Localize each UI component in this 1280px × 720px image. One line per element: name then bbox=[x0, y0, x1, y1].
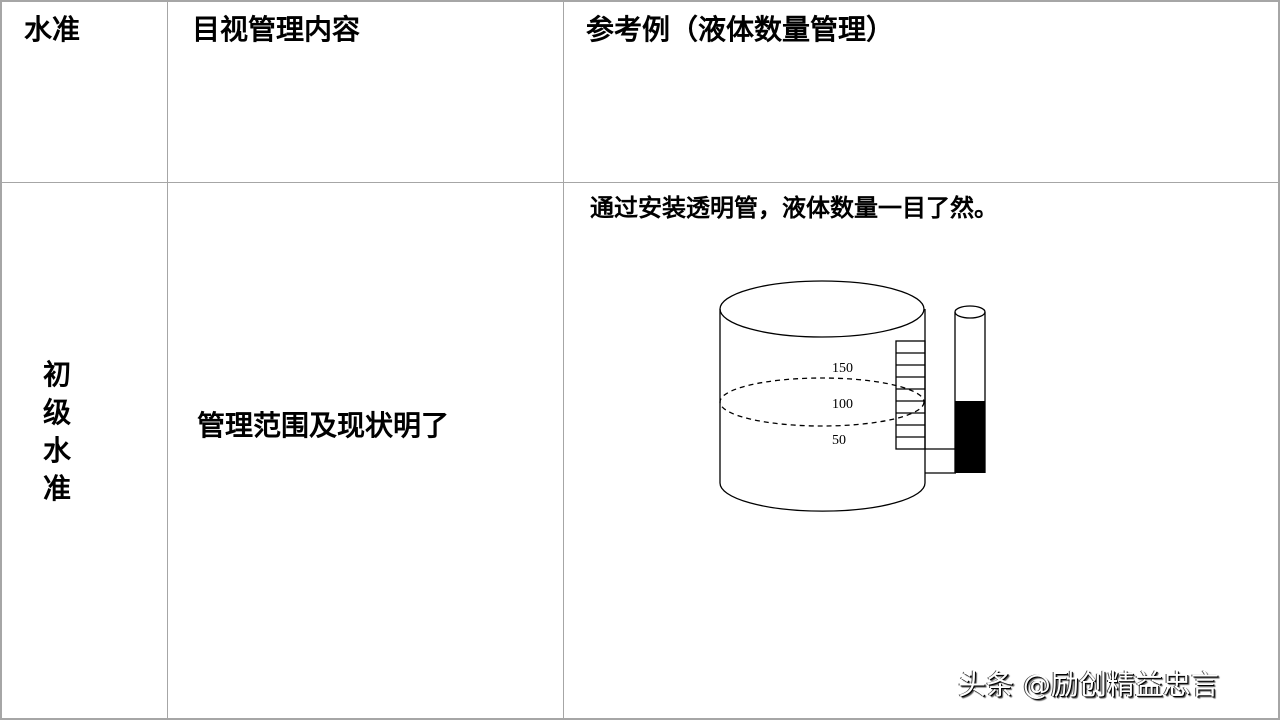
column-divider-2 bbox=[563, 0, 564, 720]
level-char: 水 bbox=[42, 434, 71, 467]
scale-label-150: 150 bbox=[832, 361, 853, 376]
level-label-vertical: 初 级 水 准 bbox=[40, 356, 74, 508]
header-content: 目视管理内容 bbox=[192, 13, 361, 46]
level-char: 初 bbox=[42, 358, 71, 391]
watermark: 头条 @励创精益忠言 bbox=[958, 668, 1219, 701]
scale-label-50: 50 bbox=[832, 433, 846, 448]
table-border-bottom bbox=[0, 718, 1280, 720]
tank-bottom-arc bbox=[719, 482, 926, 512]
sight-tube-top bbox=[954, 305, 986, 319]
table-border-left bbox=[0, 0, 2, 720]
example-caption: 通过安装透明管，液体数量一目了然。 bbox=[590, 194, 998, 222]
level-scale bbox=[895, 340, 926, 450]
level-char: 级 bbox=[42, 396, 71, 429]
header-example: 参考例（液体数量管理） bbox=[586, 13, 895, 46]
table-row-divider bbox=[0, 182, 1280, 183]
tank-top-ellipse bbox=[719, 280, 925, 338]
liquid-level-ellipse bbox=[719, 377, 925, 427]
sight-tube-liquid bbox=[955, 401, 985, 473]
table-border-right bbox=[1278, 0, 1280, 720]
scale-label-100: 100 bbox=[832, 397, 853, 412]
header-level: 水准 bbox=[24, 13, 81, 46]
level-char: 准 bbox=[42, 472, 71, 505]
content-text: 管理范围及现状明了 bbox=[197, 409, 450, 442]
table-border-top bbox=[0, 0, 1280, 2]
column-divider-1 bbox=[167, 0, 168, 720]
